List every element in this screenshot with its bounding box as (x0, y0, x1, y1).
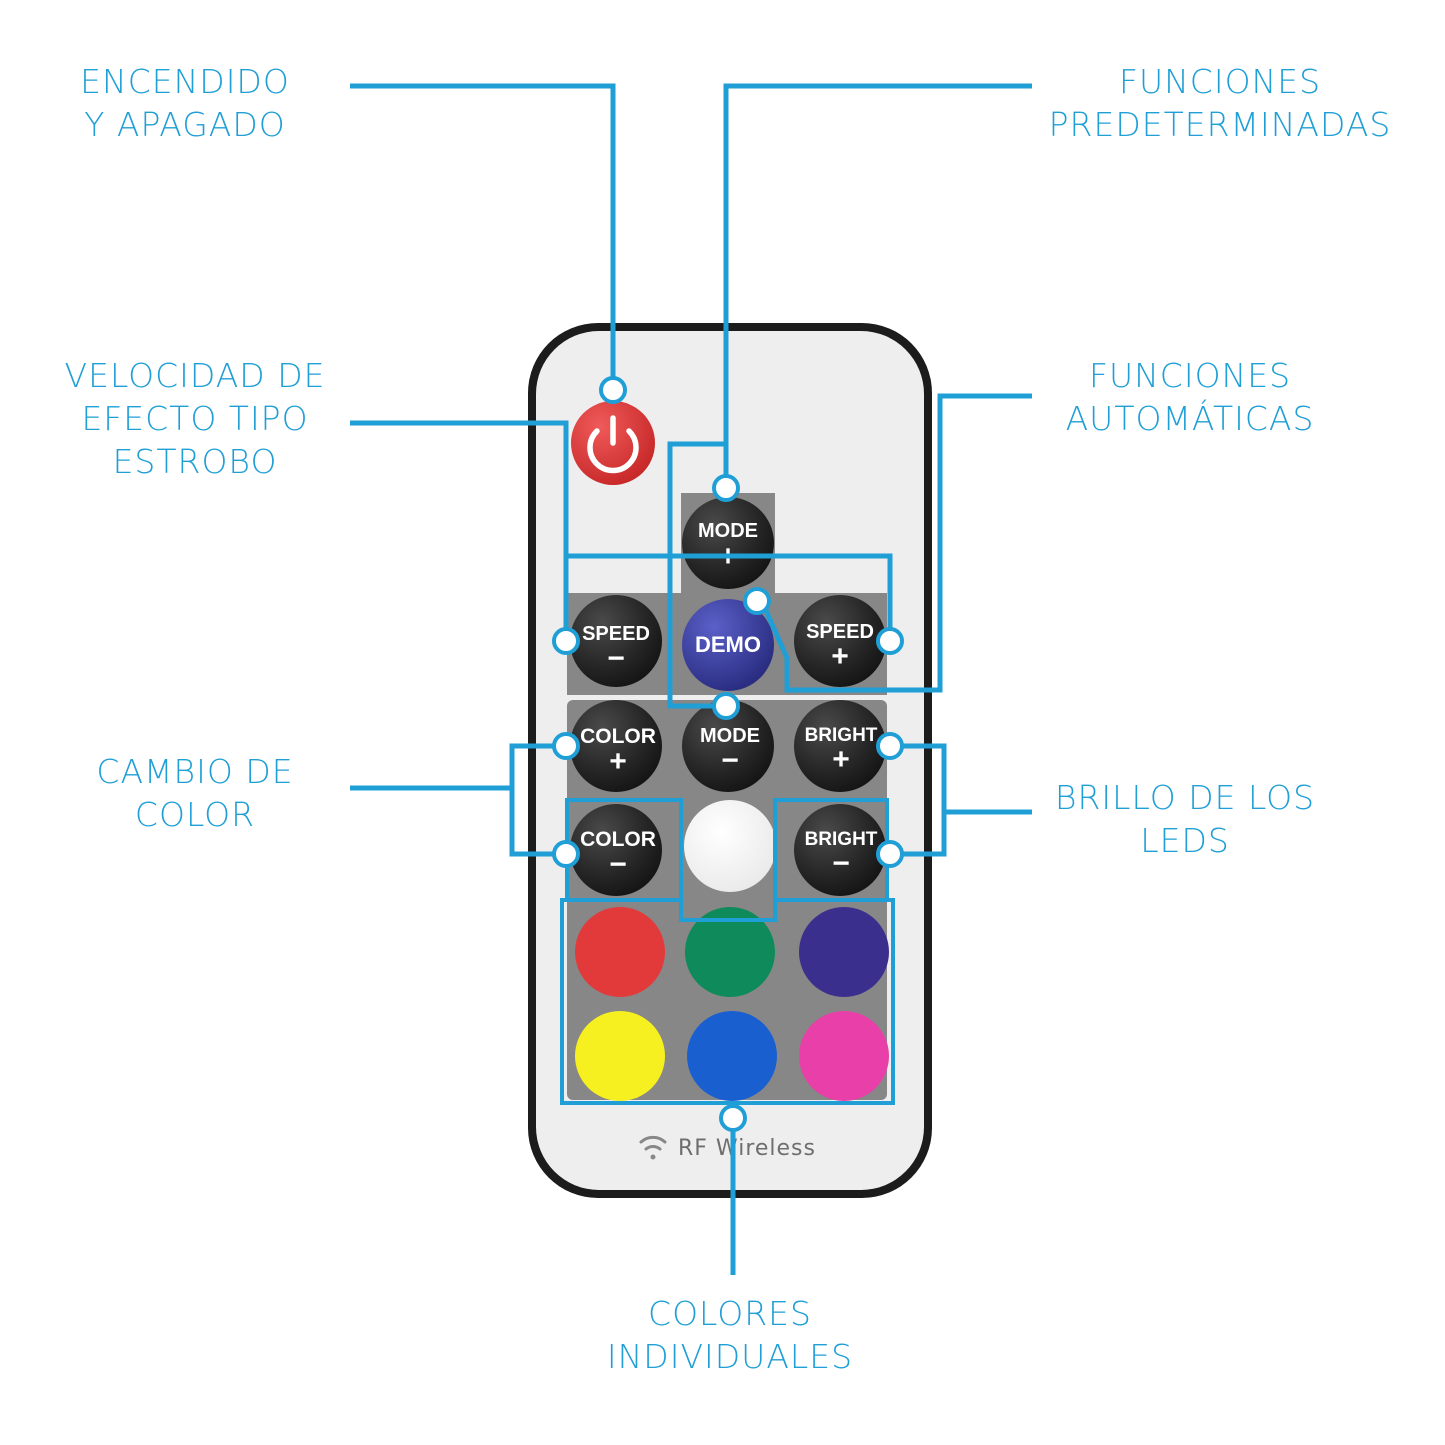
label-speed: VELOCIDAD DE EFECTO TIPO ESTROBO (64, 356, 326, 481)
individual-dot (719, 1104, 747, 1132)
callout-dots (552, 376, 904, 1132)
mode-minus-sign: − (721, 744, 739, 777)
color-plus-button[interactable]: COLOR + (570, 700, 662, 792)
mode-plus-button[interactable]: MODE + (682, 497, 774, 589)
bright-plus-label: BRIGHT (805, 725, 878, 746)
mode-minus-dot (712, 692, 740, 720)
power-callout-line (350, 83, 616, 390)
label-brightness: BRILLO DE LOS LEDS (1054, 778, 1316, 860)
speed-minus-dot (552, 627, 580, 655)
rf-wireless-label: RF Wireless (678, 1136, 816, 1161)
mode-bracket-line (667, 441, 726, 709)
color-plus-dot (552, 732, 580, 760)
presets-callout-line (723, 83, 1032, 488)
mode-plus-label: MODE (698, 520, 758, 542)
color-minus-sign: − (609, 848, 627, 881)
white-color-button[interactable] (684, 800, 776, 892)
bright-callout-line (890, 743, 1032, 857)
red-color-button[interactable] (575, 907, 665, 997)
blue-color-button[interactable] (687, 1011, 777, 1101)
label-presets: FUNCIONES PREDETERMINADAS (1048, 62, 1392, 144)
bright-plus-sign: + (832, 743, 850, 776)
bright-minus-dot (876, 840, 904, 868)
power-icon (587, 415, 639, 474)
bright-plus-button[interactable]: BRIGHT + (794, 700, 886, 792)
color-minus-button[interactable]: COLOR − (570, 804, 662, 896)
demo-dot (743, 587, 771, 615)
speed-plus-button[interactable]: SPEED + (794, 595, 886, 687)
power-dot (599, 376, 627, 404)
speed-plus-sign: + (831, 640, 849, 673)
pink-color-button[interactable] (799, 1011, 889, 1101)
bright-plus-dot (876, 732, 904, 760)
speed-plus-label: SPEED (806, 621, 874, 643)
color-plus-sign: + (609, 745, 627, 778)
color-plus-label: COLOR (580, 725, 656, 748)
bright-minus-button[interactable]: BRIGHT − (794, 804, 886, 896)
bright-minus-sign: − (832, 847, 850, 880)
speed-minus-sign: − (607, 642, 625, 675)
label-auto: FUNCIONES AUTOMÁTICAS (1065, 356, 1315, 438)
speed-minus-label: SPEED (582, 623, 650, 645)
violet-color-button[interactable] (799, 907, 889, 997)
demo-button[interactable]: DEMO (682, 599, 774, 691)
label-individual: COLORES INDIVIDUALES (606, 1294, 854, 1376)
yellow-color-button[interactable] (575, 1011, 665, 1101)
auto-callout-line (761, 393, 1032, 693)
color-callout-line (350, 743, 566, 857)
bright-minus-label: BRIGHT (805, 829, 878, 850)
mode-minus-label: MODE (700, 725, 760, 747)
wifi-icon (639, 1135, 667, 1160)
label-color-change: CAMBIO DE COLOR (96, 752, 294, 834)
speed-plus-dot (876, 627, 904, 655)
speed-minus-button[interactable]: SPEED − (570, 595, 662, 687)
label-power: ENCENDIDO Y APAGADO (80, 62, 290, 144)
color-minus-label: COLOR (580, 828, 656, 851)
mode-plus-dot (712, 474, 740, 502)
mode-minus-button[interactable]: MODE − (682, 700, 774, 792)
demo-label: DEMO (695, 632, 761, 657)
green-color-button[interactable] (685, 907, 775, 997)
color-minus-dot (552, 840, 580, 868)
